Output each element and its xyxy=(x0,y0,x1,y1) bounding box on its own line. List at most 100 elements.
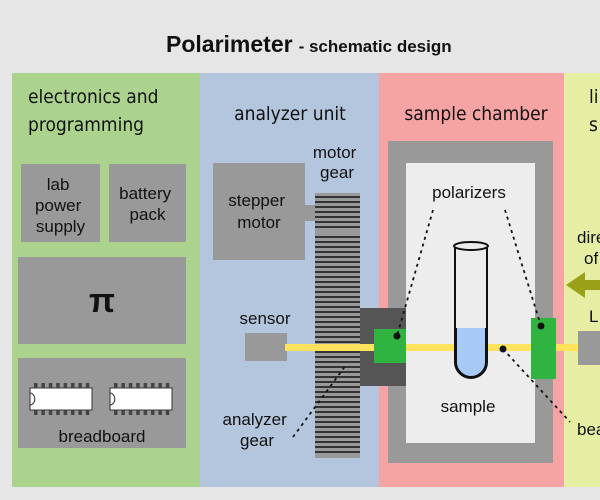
gear-tooth xyxy=(315,281,360,283)
gear-tooth xyxy=(315,296,360,298)
chip-pin xyxy=(143,383,148,388)
title-main: Polarimeter xyxy=(166,31,293,57)
polarizer-pointer-left-dot xyxy=(393,332,401,340)
chip-pin xyxy=(128,383,133,388)
gear-tooth xyxy=(315,386,360,388)
chip-pin xyxy=(128,410,133,415)
chip-pin xyxy=(48,383,53,388)
ic-chip-2 xyxy=(109,383,173,415)
test-tube xyxy=(453,241,489,379)
chip-pin xyxy=(34,383,38,388)
gear-tooth xyxy=(315,396,360,398)
gear-tooth xyxy=(315,301,360,303)
lab-power-supply-line3: supply xyxy=(36,217,86,236)
gear-tooth xyxy=(315,351,360,353)
gear-tooth xyxy=(315,286,360,288)
gear-tooth xyxy=(315,241,360,243)
gear-tooth xyxy=(315,331,360,333)
chip-pin xyxy=(63,410,68,415)
chip-pin xyxy=(34,410,38,415)
battery-pack-line2: pack xyxy=(130,205,166,224)
electronics-title-line1: electronics and xyxy=(28,86,158,108)
sample-liquid xyxy=(456,328,486,377)
stepper-motor-label: stepper motor xyxy=(228,191,289,232)
chip-pin xyxy=(78,383,82,388)
chip-pin xyxy=(71,383,75,388)
raspberry-pi-box xyxy=(18,257,186,344)
chip-pin xyxy=(71,410,75,415)
gear-tooth xyxy=(315,316,360,318)
gear-tooth xyxy=(315,406,360,408)
polarizers-label: polarizers xyxy=(432,183,506,202)
gear-tooth xyxy=(315,306,360,308)
gear-tooth xyxy=(315,391,360,393)
chip-pin xyxy=(41,410,45,415)
gear-tooth xyxy=(315,436,360,438)
gear-tooth xyxy=(315,311,360,313)
gear-tooth xyxy=(315,421,360,423)
stepper-motor-line2: motor xyxy=(237,213,281,232)
gear-tooth xyxy=(315,216,360,218)
light-title-line1: li xyxy=(589,86,599,108)
motor-gear-teeth xyxy=(315,196,360,228)
chip-pin xyxy=(121,410,125,415)
light-title-line2: s xyxy=(589,114,598,136)
raspberry-pi-symbol: π xyxy=(89,282,115,320)
gear-tooth xyxy=(315,446,360,448)
chip-pin xyxy=(136,410,140,415)
gear-tooth xyxy=(315,371,360,373)
chip-pin xyxy=(85,383,90,388)
polarizer-pointer-left xyxy=(396,209,434,337)
chip-pin xyxy=(63,383,68,388)
analyzer-gear-line2: gear xyxy=(240,431,274,450)
lab-power-supply-line2: power xyxy=(35,196,82,215)
gear-tooth xyxy=(315,246,360,248)
chip-pin xyxy=(136,383,140,388)
gear-tooth xyxy=(315,226,360,228)
analyzer-gear-pointer xyxy=(292,364,347,438)
ic-chip-1 xyxy=(29,383,93,415)
gear-tooth xyxy=(315,266,360,268)
motor-gear-label: motor gear xyxy=(313,143,361,182)
gear-tooth xyxy=(315,291,360,293)
chip-pin xyxy=(48,410,53,415)
chip-pin xyxy=(151,410,155,415)
chip-pin xyxy=(114,383,118,388)
light-beam xyxy=(285,344,600,351)
sensor-box xyxy=(245,333,287,361)
chip-pin xyxy=(121,383,125,388)
stepper-motor-box xyxy=(213,163,305,260)
chip-pin xyxy=(85,410,90,415)
battery-pack-line1: battery xyxy=(119,184,171,203)
gear-tooth xyxy=(315,416,360,418)
sensor-label: sensor xyxy=(239,309,290,328)
chip-pin xyxy=(158,383,162,388)
gear-tooth xyxy=(315,356,360,358)
chip-pin xyxy=(78,410,82,415)
analyzer-gear-teeth xyxy=(315,236,360,453)
chip-pin xyxy=(114,410,118,415)
breadboard-label: breadboard xyxy=(59,427,146,446)
lab-power-supply-label: lab power supply xyxy=(35,175,86,236)
sample-chamber-title: sample chamber xyxy=(404,103,548,125)
electronics-title-line2: programming xyxy=(28,114,144,136)
direction-label: dire of xyxy=(577,228,600,268)
gear-tooth xyxy=(315,196,360,198)
analyzer-gear-line1: analyzer xyxy=(223,410,288,429)
chip-pin xyxy=(143,410,148,415)
chip-pin xyxy=(56,383,60,388)
sample-label: sample xyxy=(441,397,496,416)
gear-tooth xyxy=(315,326,360,328)
beam-pointer-dot xyxy=(499,345,507,353)
gear-tooth xyxy=(315,321,360,323)
lab-power-supply-box xyxy=(21,164,100,242)
analyzer-title: analyzer unit xyxy=(234,103,346,125)
gear-tooth xyxy=(315,261,360,263)
chip-pin xyxy=(158,410,162,415)
gear-tooth xyxy=(315,431,360,433)
light-source-label: L xyxy=(589,307,598,326)
sample-chamber-interior xyxy=(406,163,535,443)
direction-line1: dire xyxy=(577,228,600,247)
polarizer-pointer-right-dot xyxy=(537,322,545,330)
